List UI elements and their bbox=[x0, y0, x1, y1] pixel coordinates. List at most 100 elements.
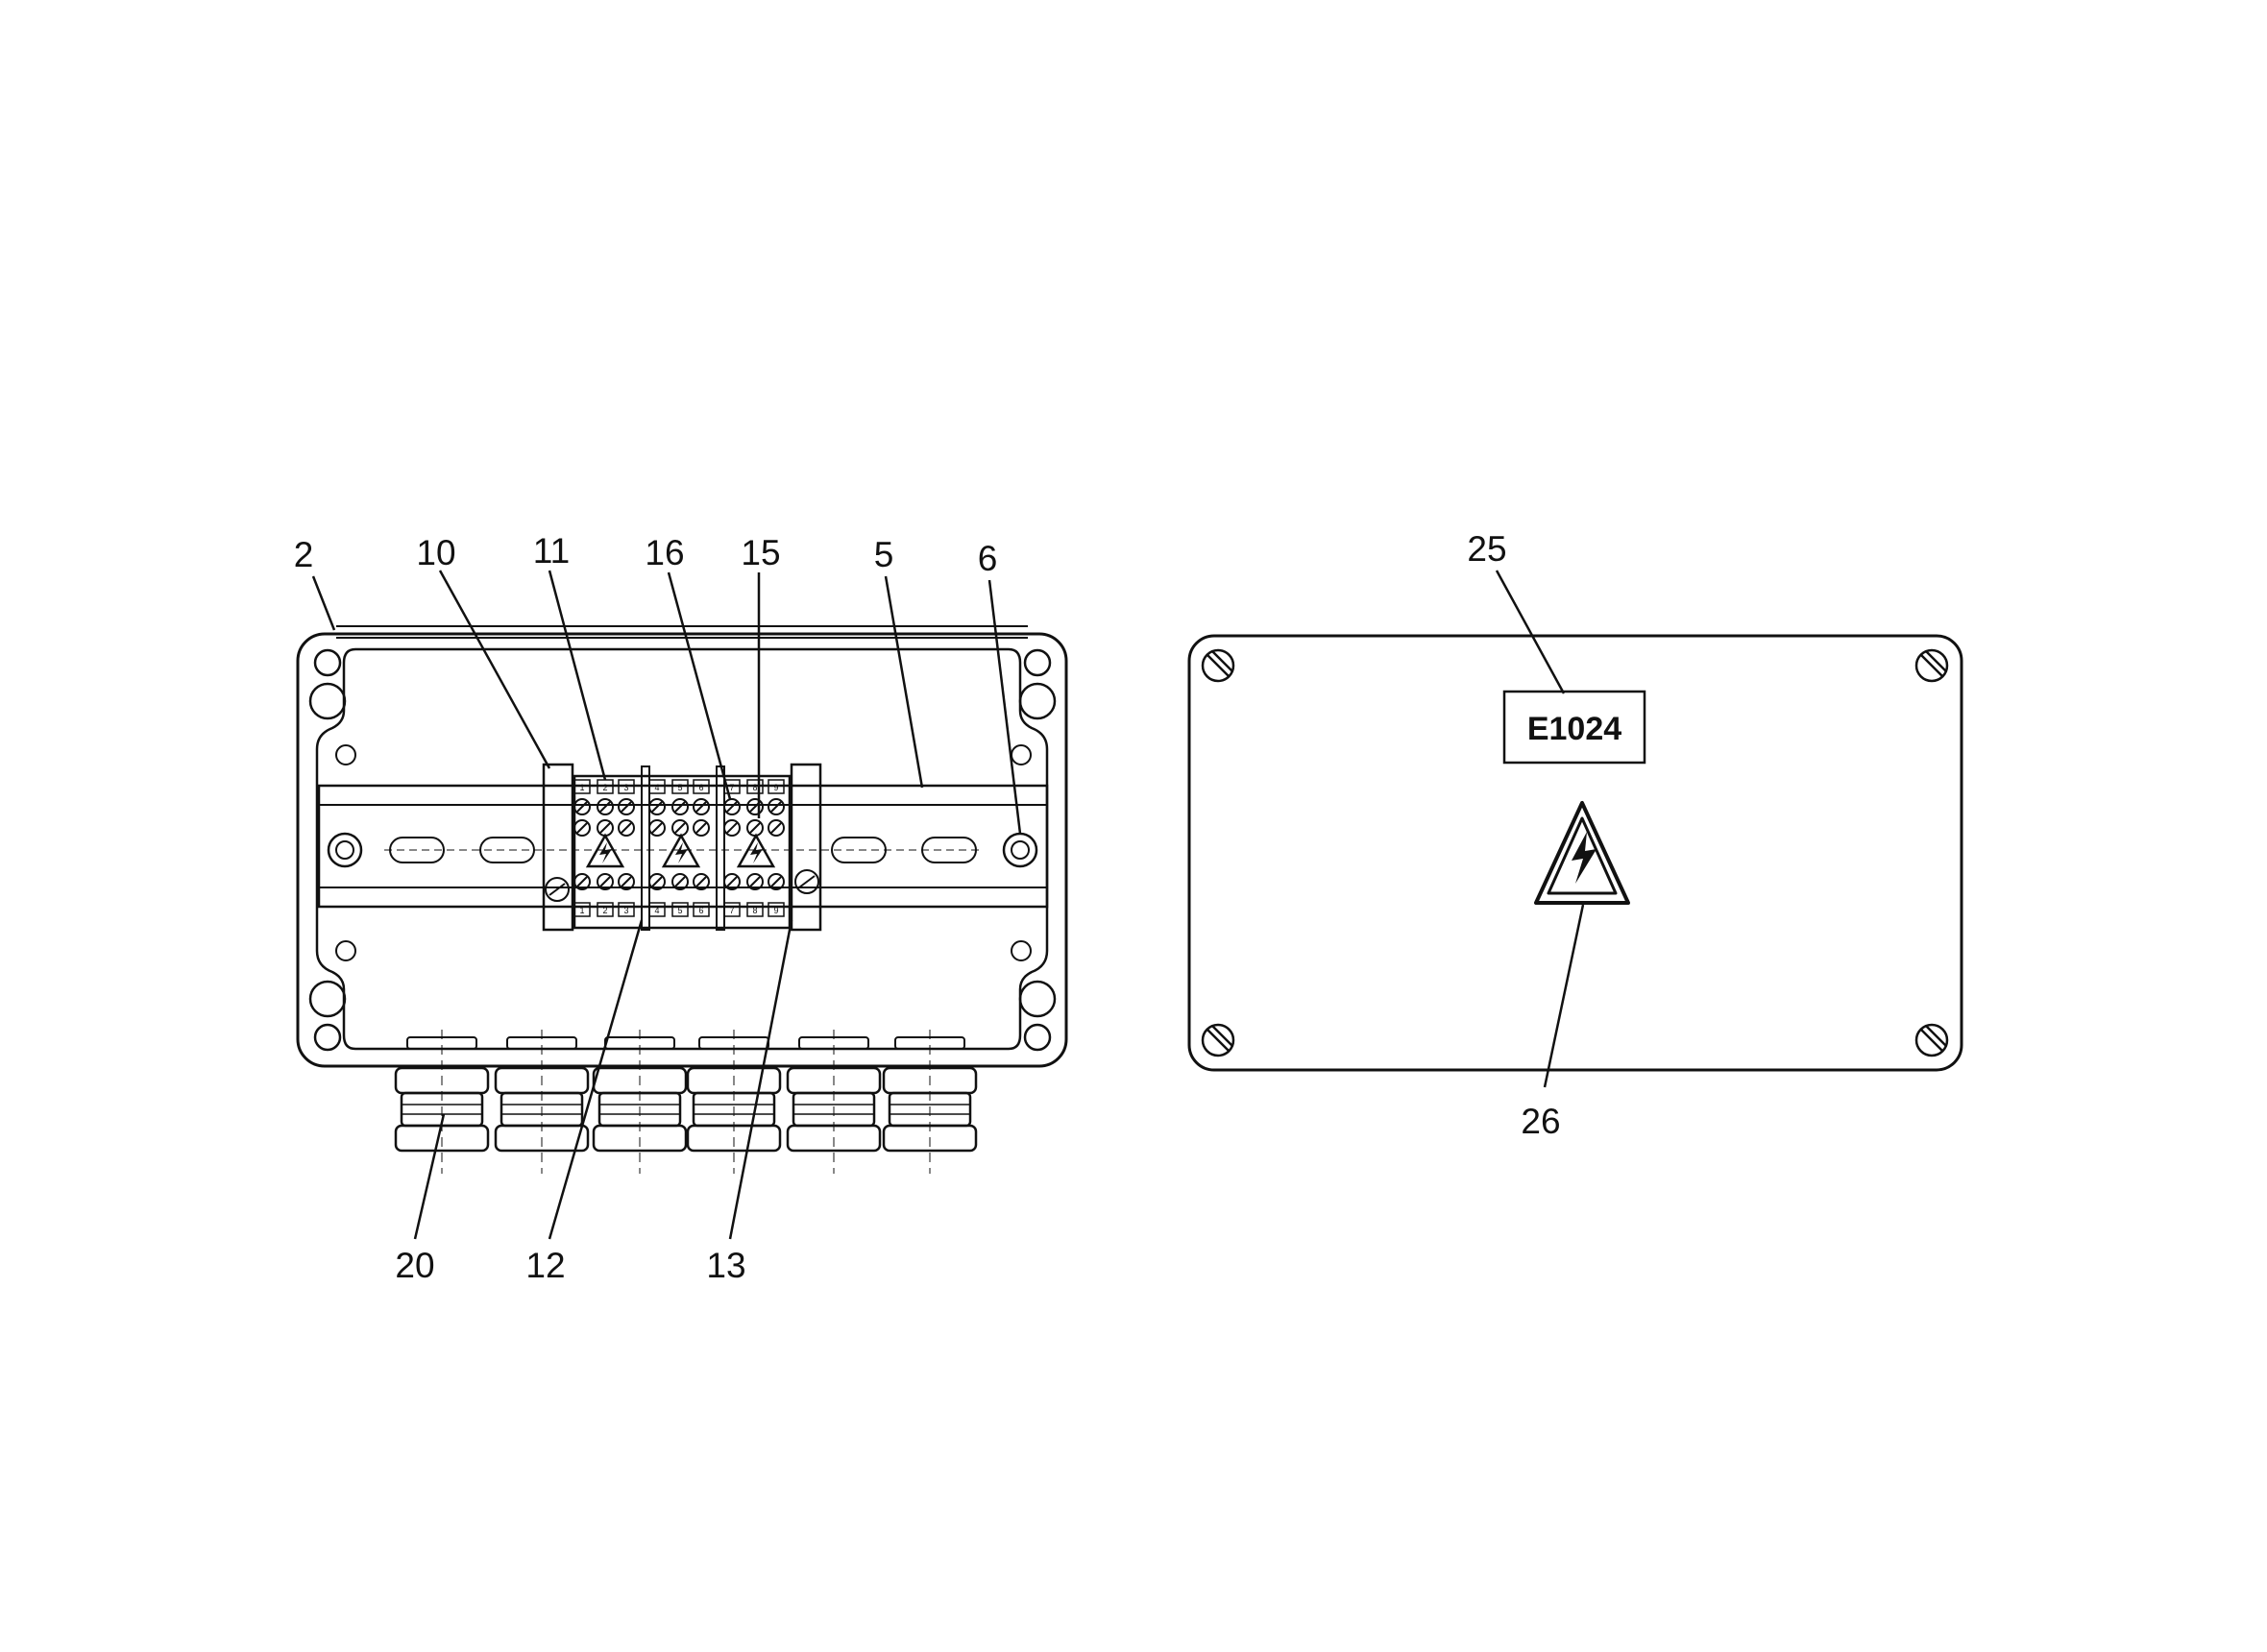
terminal-screw bbox=[597, 819, 614, 837]
terminal-number-top: 6 bbox=[698, 783, 703, 792]
separator-plate bbox=[716, 765, 725, 931]
terminal-screw bbox=[597, 798, 614, 815]
cover-plate: E1024 bbox=[1187, 634, 1963, 1072]
screw-icon bbox=[1914, 1023, 1949, 1057]
screw-icon bbox=[1201, 648, 1235, 683]
terminal-screw bbox=[768, 819, 785, 837]
terminal-number-box bbox=[746, 779, 764, 794]
callout-6: 6 bbox=[978, 539, 998, 578]
terminal-number-bottom: 8 bbox=[752, 906, 757, 915]
end-clamp-right bbox=[790, 763, 822, 932]
terminal-number-box bbox=[618, 902, 635, 917]
callout-10: 10 bbox=[416, 533, 455, 572]
terminal-number-box bbox=[723, 902, 741, 917]
screw-icon bbox=[1914, 648, 1949, 683]
terminal-screw bbox=[768, 798, 785, 815]
terminal-screw bbox=[618, 873, 635, 890]
terminal-number-bottom: 3 bbox=[623, 906, 628, 915]
label-plate-text: E1024 bbox=[1527, 711, 1621, 747]
terminal-screw bbox=[693, 798, 710, 815]
terminal-number-top: 5 bbox=[677, 783, 682, 792]
cable-gland bbox=[394, 1030, 490, 1174]
terminal-screw bbox=[671, 873, 689, 890]
terminal-number-box bbox=[693, 902, 710, 917]
terminal-number-top: 1 bbox=[579, 783, 584, 792]
terminal-number-box bbox=[723, 779, 741, 794]
high-voltage-warning-icon bbox=[585, 833, 625, 868]
terminal-screw bbox=[693, 819, 710, 837]
terminal-number-bottom: 9 bbox=[773, 906, 778, 915]
corner-holes bbox=[308, 648, 1057, 1052]
terminal-screw bbox=[746, 819, 764, 837]
callout-15: 15 bbox=[741, 533, 780, 572]
terminal-number-box bbox=[768, 779, 785, 794]
cable-gland bbox=[882, 1030, 978, 1174]
terminal-number-box bbox=[597, 902, 614, 917]
label-plate bbox=[1502, 690, 1646, 765]
terminal-screw bbox=[573, 798, 591, 815]
terminal-screw bbox=[573, 819, 591, 837]
terminal-screw bbox=[723, 873, 741, 890]
terminal-number-box bbox=[648, 779, 666, 794]
terminal-number-top: 2 bbox=[602, 783, 607, 792]
high-voltage-warning-icon bbox=[1534, 801, 1630, 905]
terminal-number-bottom: 2 bbox=[602, 906, 607, 915]
terminal-number-top: 3 bbox=[623, 783, 628, 792]
terminal-number-box bbox=[671, 902, 689, 917]
cover-outline bbox=[1187, 634, 1963, 1072]
cable-gland bbox=[494, 1030, 590, 1174]
terminal-screw bbox=[648, 873, 666, 890]
terminal-number-bottom: 5 bbox=[677, 906, 682, 915]
terminal-screw bbox=[618, 819, 635, 837]
cable-gland bbox=[592, 1030, 688, 1174]
terminal-screw bbox=[671, 798, 689, 815]
callout-26: 26 bbox=[1521, 1102, 1560, 1141]
terminal-screw bbox=[618, 798, 635, 815]
terminal-number-box bbox=[573, 779, 591, 794]
terminal-number-top: 8 bbox=[752, 783, 757, 792]
callout-25: 25 bbox=[1467, 529, 1506, 569]
terminal-screw bbox=[671, 819, 689, 837]
terminal-number-box bbox=[573, 902, 591, 917]
cable-gland bbox=[786, 1030, 882, 1174]
terminal-number-top: 9 bbox=[773, 783, 778, 792]
callout-12: 12 bbox=[525, 1246, 565, 1285]
terminal-number-bottom: 4 bbox=[654, 906, 659, 915]
terminal-screw bbox=[573, 873, 591, 890]
terminal-screw bbox=[648, 819, 666, 837]
terminal-number-box bbox=[648, 902, 666, 917]
screw-icon bbox=[1201, 1023, 1235, 1057]
callout-16: 16 bbox=[645, 533, 684, 572]
high-voltage-warning-icon bbox=[661, 833, 701, 868]
terminal-screw bbox=[723, 819, 741, 837]
terminal-number-bottom: 7 bbox=[729, 906, 734, 915]
separator-plate bbox=[641, 765, 650, 931]
cable-glands bbox=[394, 1030, 978, 1174]
terminal-screw bbox=[597, 873, 614, 890]
terminal-screw bbox=[648, 798, 666, 815]
leader-lines bbox=[311, 570, 1585, 1240]
box-gasket bbox=[315, 647, 1049, 1051]
terminal-number-top: 7 bbox=[729, 783, 734, 792]
rail-screw-right bbox=[1002, 832, 1038, 868]
callout-11: 11 bbox=[533, 531, 570, 571]
callout-numbers: 2 10 11 16 15 5 6 20 12 13 25 26 bbox=[294, 529, 1561, 1285]
terminal-number-box bbox=[671, 779, 689, 794]
terminal-number-box bbox=[693, 779, 710, 794]
terminal-number-top: 4 bbox=[654, 783, 659, 792]
terminal-number-box bbox=[746, 902, 764, 917]
callout-5: 5 bbox=[874, 535, 894, 574]
callout-13: 13 bbox=[706, 1246, 745, 1285]
rail-screw-left bbox=[327, 832, 363, 868]
cable-gland bbox=[686, 1030, 782, 1174]
terminal-number-bottom: 1 bbox=[579, 906, 584, 915]
box-housing-outer bbox=[296, 632, 1068, 1068]
high-voltage-warning-icon bbox=[736, 833, 776, 868]
callout-20: 20 bbox=[395, 1246, 434, 1285]
terminal-screw bbox=[746, 798, 764, 815]
terminal-number-box bbox=[768, 902, 785, 917]
terminal-screw bbox=[768, 873, 785, 890]
